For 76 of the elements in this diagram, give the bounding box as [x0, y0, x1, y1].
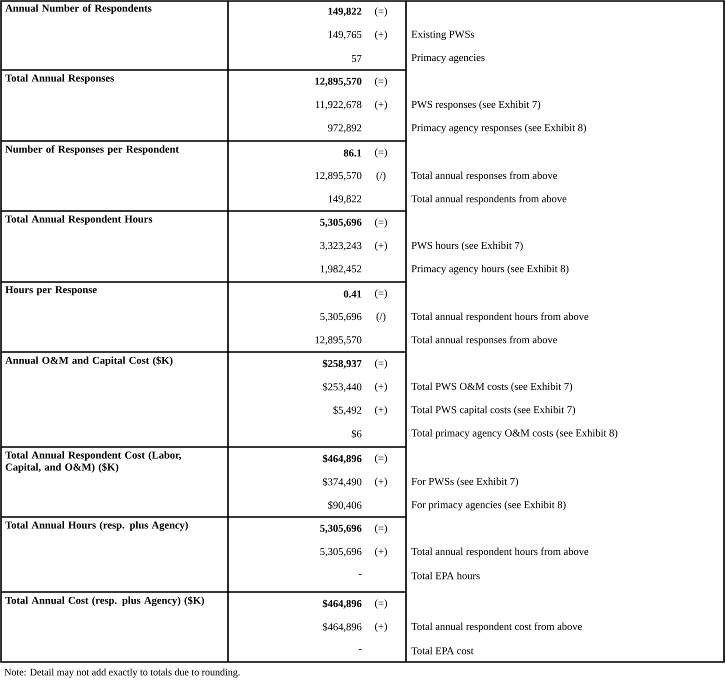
value: 5,305,696 — [320, 524, 362, 534]
description: Total annual respondent hours from above — [411, 548, 588, 558]
value: $258,937 — [322, 359, 362, 369]
value: $464,896 — [322, 599, 362, 609]
operator: (=) — [375, 524, 387, 534]
operator: (+) — [375, 242, 387, 252]
value: 5,305,696 — [320, 548, 362, 557]
row-heading: Annual Number of Respondents — [5, 4, 152, 14]
description: For primacy agencies (see Exhibit 8) — [412, 500, 566, 510]
value: $253,440 — [322, 382, 362, 392]
operator: (/) — [376, 312, 386, 322]
operator: (+) — [375, 406, 387, 416]
value: 3,323,243 — [320, 242, 362, 251]
operator: (+) — [375, 548, 387, 558]
operator: (=) — [375, 599, 387, 609]
description: Total annual respondents from above — [411, 194, 566, 204]
operator: (+) — [375, 478, 387, 488]
value: $464,896 — [322, 454, 362, 464]
operator: (=) — [375, 77, 387, 87]
value: $6 — [352, 430, 362, 438]
description: PWS hours (see Exhibit 7) — [412, 242, 523, 252]
value: 12,895,570 — [315, 336, 362, 345]
note: Note: Detail may not add exactly to totals due to rounding. — [4, 668, 240, 678]
value: 1,982,452 — [320, 265, 362, 274]
operator: (+) — [375, 382, 387, 392]
operator: (=) — [375, 359, 387, 369]
operator: (+) — [375, 100, 387, 110]
value: $464,896 — [322, 622, 362, 632]
operator: (=) — [375, 454, 387, 464]
operator: (=) — [375, 148, 387, 158]
value: 149,822 — [328, 195, 362, 204]
value: 12,895,570 — [315, 172, 362, 181]
value: 11,922,678 — [316, 101, 362, 110]
value: 5,305,696 — [320, 313, 362, 322]
operator: (+) — [375, 30, 387, 40]
value: - — [358, 649, 362, 650]
value: $374,490 — [322, 478, 362, 487]
operator: (/) — [376, 172, 386, 182]
value: 149,822 — [328, 8, 362, 16]
value: - — [358, 574, 362, 575]
value: 57 — [352, 55, 362, 62]
description: Total PWS capital costs (see Exhibit 7) — [411, 406, 576, 416]
value: 972,892 — [328, 124, 362, 133]
value: 86.1 — [344, 149, 362, 157]
value: $5,492 — [333, 406, 362, 416]
value: 12,895,570 — [315, 78, 362, 86]
description: PWS responses (see Exhibit 7) — [412, 100, 540, 110]
row-heading: Annual O&M and Capital Cost ($K) — [5, 356, 172, 366]
operator: (=) — [375, 289, 387, 299]
row-heading: Total Annual Cost (resp. plus Agency) ($K) — [5, 596, 204, 606]
description: Total PWS O&M costs (see Exhibit 7) — [411, 382, 572, 392]
operator: (+) — [375, 622, 387, 632]
row-heading: Number of Responses per Respondent — [5, 145, 179, 155]
value: $90,406 — [328, 501, 362, 510]
row-heading: Total Annual Respondent Hours — [5, 215, 152, 225]
description: Total EPA cost — [411, 646, 474, 654]
value: 0.41 — [344, 290, 362, 298]
row-heading: Total Annual Responses — [5, 74, 114, 84]
description: Total annual respondent cost from above — [411, 622, 582, 632]
description: Total annual respondent hours from above — [411, 312, 588, 322]
description: Primacy agency hours (see Exhibit 8) — [412, 264, 568, 274]
row-heading: Total Annual Hours (resp. plus Agency) — [5, 521, 188, 531]
description: For PWSs (see Exhibit 7) — [412, 478, 518, 488]
description: Total annual responses from above — [411, 172, 558, 182]
row-heading: Total Annual Respondent Cost (Labor, Capital, and O&M) ($K) — [5, 451, 182, 473]
description: Primacy agencies — [412, 54, 485, 64]
description: Existing PWSs — [412, 30, 474, 40]
row-heading: Hours per Response — [5, 286, 97, 296]
value: 149,765 — [328, 31, 362, 40]
description: Total EPA hours — [411, 572, 480, 580]
value: 5,305,696 — [320, 218, 362, 228]
description: Total primacy agency O&M costs (see Exhibit 8) — [411, 429, 618, 439]
operator: (=) — [375, 218, 387, 228]
description: Primacy agency responses (see Exhibit 8) — [412, 124, 586, 134]
operator: (=) — [375, 7, 387, 17]
description: Total annual responses from above — [411, 336, 558, 346]
